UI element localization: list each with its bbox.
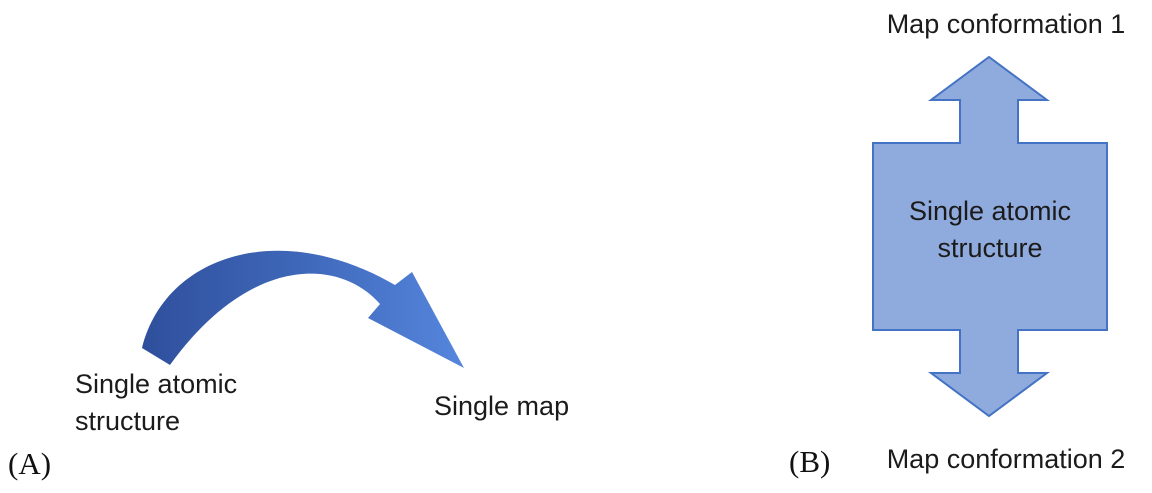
- panel-b-label: (B): [789, 444, 831, 479]
- panel-a-target-label: Single map: [434, 391, 570, 421]
- panel-b-bottom-label: Map conformation 2: [886, 444, 1126, 474]
- panel-a-source-label: Single atomic structure: [75, 366, 237, 440]
- up-down-block-arrow-graphic: [872, 55, 1108, 418]
- panel-a-label: (A): [8, 446, 52, 481]
- panel-b-top-label: Map conformation 1: [886, 9, 1126, 39]
- curved-arrow-graphic: [142, 250, 464, 368]
- up-down-block-arrow: [872, 55, 1108, 418]
- panel-b-center-label: Single atomic structure: [873, 193, 1107, 267]
- panel-b-center-line1: Single atomic: [908, 196, 1072, 226]
- panel-a-source-line1: Single atomic: [75, 369, 238, 399]
- panel-a-source-line2: structure: [75, 406, 181, 436]
- curved-arrow: [142, 250, 464, 368]
- panel-b-center-line2: structure: [937, 233, 1043, 263]
